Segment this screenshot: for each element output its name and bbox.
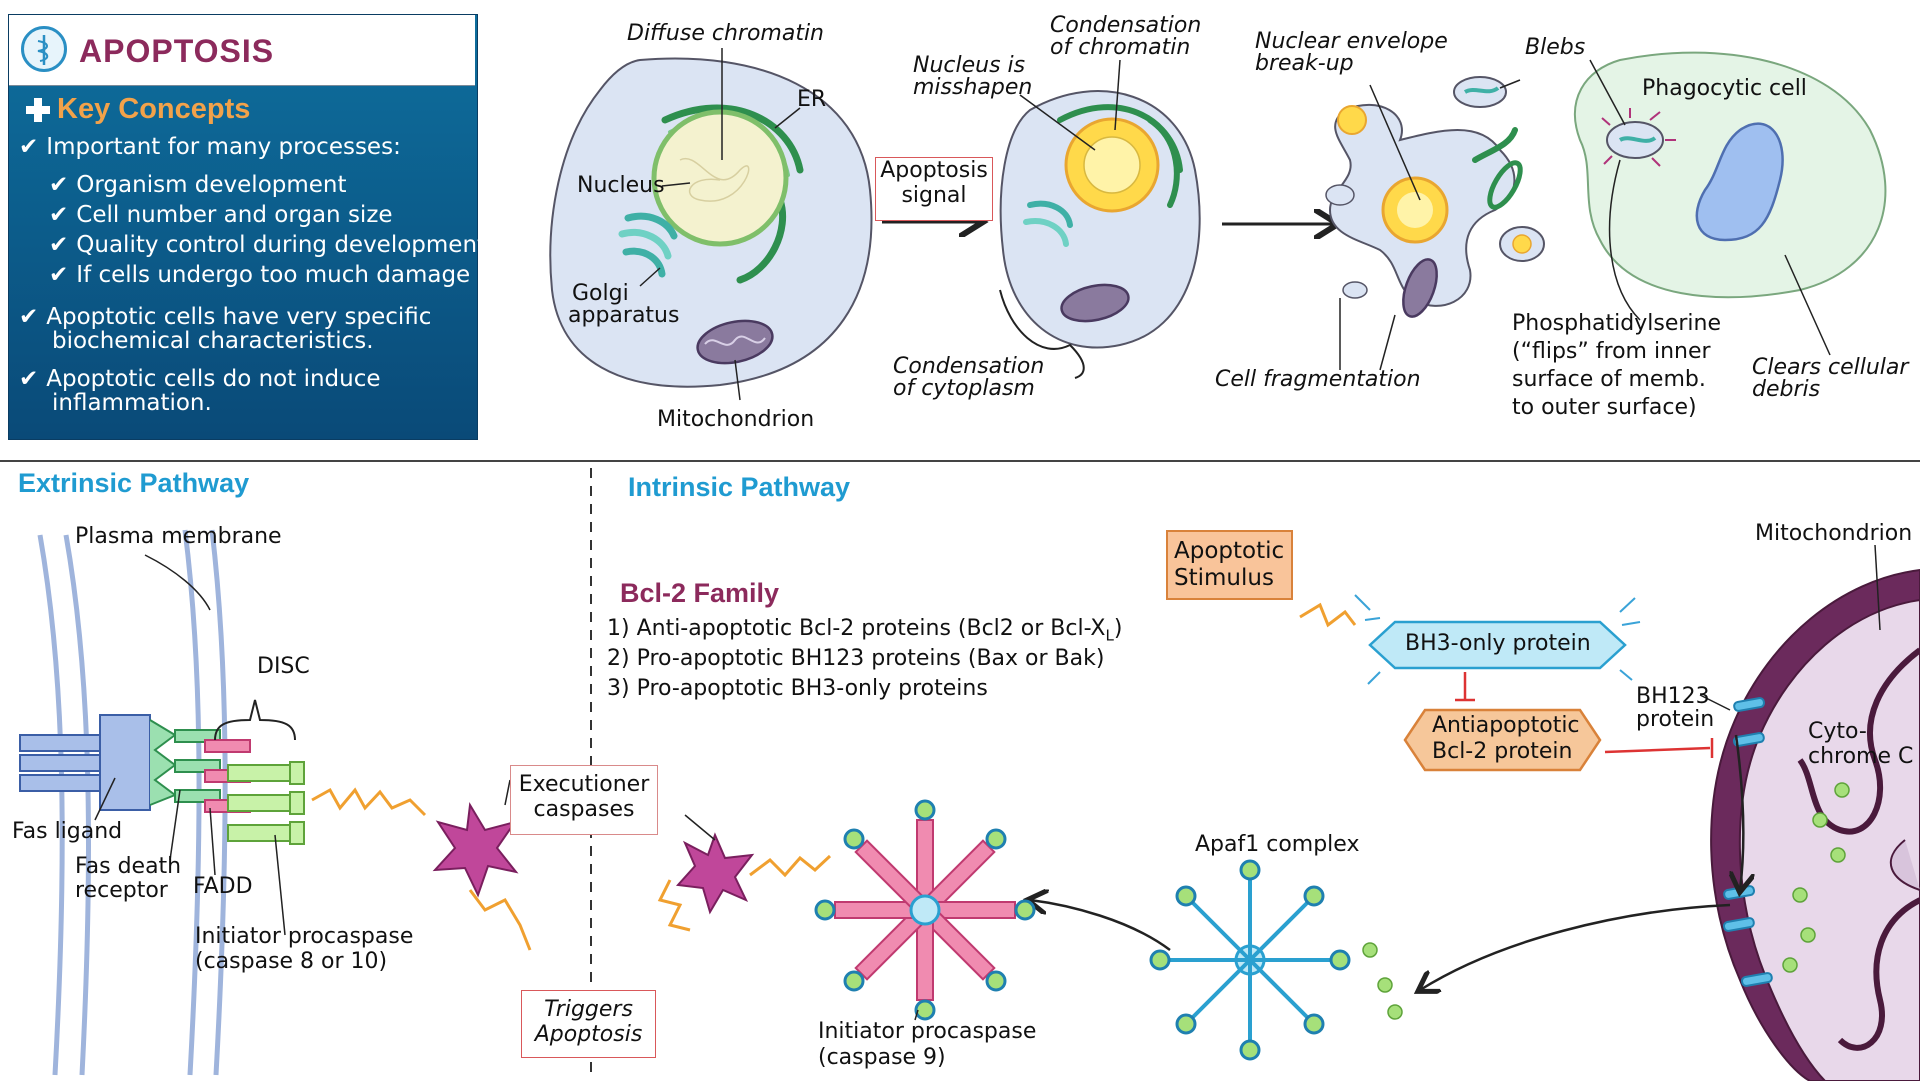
apoptotic-stimulus-box: Apoptotic Stimulus — [1166, 530, 1293, 600]
label-cytochrome: Cyto- — [1808, 719, 1867, 744]
check-icon: ✔ — [19, 366, 47, 392]
label-golgi: Golgi — [572, 281, 629, 306]
label-condensation-cytoplasm: Condensation — [893, 354, 1045, 379]
label-fas-ligand: Fas ligand — [12, 819, 123, 844]
label-initiator-procaspase-9: Initiator procaspase — [818, 1019, 1037, 1044]
label-clears-debris-2: debris — [1752, 377, 1821, 402]
label-nucleus-misshapen-2: misshapen — [913, 75, 1033, 100]
label-condensation-cytoplasm-2: of cytoplasm — [893, 376, 1035, 401]
bcl2-item-3: 3) Pro-apoptotic BH3-only proteins — [607, 676, 988, 701]
bcl2-family-title: Bcl-2 Family — [620, 578, 780, 608]
label-antiapoptotic: Antiapoptotic — [1432, 713, 1580, 738]
label-nucleus-misshapen: Nucleus is — [913, 53, 1026, 78]
check-icon: ✔ — [49, 262, 77, 288]
concept-item-cont: inflammation. — [52, 390, 212, 416]
concept-item: ✔ Important for many processes: — [19, 134, 401, 160]
fragmenting-cell — [1325, 76, 1545, 371]
label-disc: DISC — [257, 654, 310, 679]
label-fas-receptor: Fas death — [75, 854, 182, 879]
apoptosome — [814, 799, 1036, 1021]
intrinsic-pathway-title: Intrinsic Pathway — [628, 472, 851, 502]
check-icon: ✔ — [49, 172, 77, 198]
executioner-caspases-box: Executioner caspases — [510, 765, 658, 835]
label-condensation-chromatin-2: of chromatin — [1050, 35, 1191, 60]
extrinsic-pathway-title: Extrinsic Pathway — [18, 468, 250, 498]
shrinking-cell — [999, 59, 1201, 379]
key-concepts-panel: APOPTOSIS Key Concepts ✔ Important for m… — [8, 14, 486, 440]
label-nuclear-envelope-2: break-up — [1255, 51, 1354, 76]
normal-cell — [549, 48, 873, 401]
plus-icon — [25, 97, 51, 123]
fas-complex — [19, 699, 305, 936]
label-initiator-procaspase-9-2: (caspase 9) — [818, 1045, 946, 1070]
label-initiator-procaspase-8: Initiator procaspase — [195, 924, 414, 949]
check-icon: ✔ — [49, 232, 77, 258]
caduceus-logo-icon — [21, 26, 67, 72]
label-cytochrome-2: chrome C — [1808, 744, 1914, 769]
check-icon: ✔ — [49, 202, 77, 228]
concept-subitem: ✔ Organism development — [49, 172, 347, 198]
label-bcl2-protein: Bcl-2 protein — [1432, 739, 1573, 764]
label-bh123-2: protein — [1636, 707, 1715, 732]
bcl2-item-1: 1) Anti-apoptotic Bcl-2 proteins (Bcl2 o… — [607, 616, 1123, 645]
label-mitochondrion: Mitochondrion — [657, 407, 815, 432]
label-cell-fragmentation: Cell fragmentation — [1215, 367, 1421, 392]
label-phagocytic-cell: Phagocytic cell — [1642, 76, 1807, 101]
label-golgi-2: apparatus — [568, 303, 680, 328]
label-nuclear-envelope: Nuclear envelope — [1255, 29, 1448, 54]
concept-subitem: ✔ Cell number and organ size — [49, 202, 393, 228]
concept-subitem: ✔ Quality control during development — [49, 232, 487, 258]
antiapoptotic-shape — [1403, 708, 1602, 772]
label-fadd: FADD — [193, 874, 253, 899]
executioner-caspase-star-1 — [432, 801, 519, 898]
panel-title: APOPTOSIS — [79, 33, 275, 69]
label-ps-4: to outer surface) — [1512, 395, 1697, 420]
concept-item: ✔ Apoptotic cells have very specific — [19, 304, 432, 330]
label-ps-2: (“flips” from inner — [1512, 339, 1711, 364]
label-er: ER — [797, 87, 827, 112]
label-diffuse-chromatin: Diffuse chromatin — [627, 21, 825, 46]
phagocytic-cell — [1574, 51, 1887, 356]
label-mitochondrion-intrinsic: Mitochondrion — [1755, 521, 1913, 546]
label-blebs: Blebs — [1525, 35, 1586, 60]
check-icon: ✔ — [19, 304, 47, 330]
label-bh123: BH123 — [1636, 684, 1710, 709]
label-ps-3: surface of memb. — [1512, 367, 1706, 392]
executioner-caspase-star-2 — [675, 832, 755, 915]
label-plasma-membrane: Plasma membrane — [75, 524, 282, 549]
bcl2-item-2: 2) Pro-apoptotic BH123 proteins (Bax or … — [607, 646, 1105, 671]
check-icon: ✔ — [19, 134, 47, 160]
bh3-only-shape — [1368, 620, 1627, 670]
label-apaf1-complex: Apaf1 complex — [1195, 832, 1360, 857]
apoptosis-signal-box: Apoptosis signal — [875, 157, 993, 221]
triggers-apoptosis-box: Triggers Apoptosis — [521, 990, 656, 1058]
concept-item-cont: biochemical characteristics. — [52, 328, 374, 354]
panel-header: APOPTOSIS — [9, 15, 475, 86]
label-nucleus: Nucleus — [577, 173, 665, 198]
key-concepts-subtitle: Key Concepts — [57, 93, 251, 125]
apaf1-complex — [1149, 859, 1351, 1061]
label-phosphatidylserine: Phosphatidylserine — [1512, 311, 1721, 336]
label-initiator-procaspase-8-2: (caspase 8 or 10) — [195, 949, 388, 974]
label-clears-debris: Clears cellular — [1752, 355, 1909, 380]
label-fas-receptor-2: receptor — [75, 878, 168, 903]
concept-subitem: ✔ If cells undergo too much damage — [49, 262, 471, 288]
concept-item: ✔ Apoptotic cells do not induce — [19, 366, 381, 392]
label-condensation-chromatin: Condensation — [1050, 13, 1202, 38]
label-bh3-only-protein: BH3-only protein — [1405, 631, 1591, 656]
